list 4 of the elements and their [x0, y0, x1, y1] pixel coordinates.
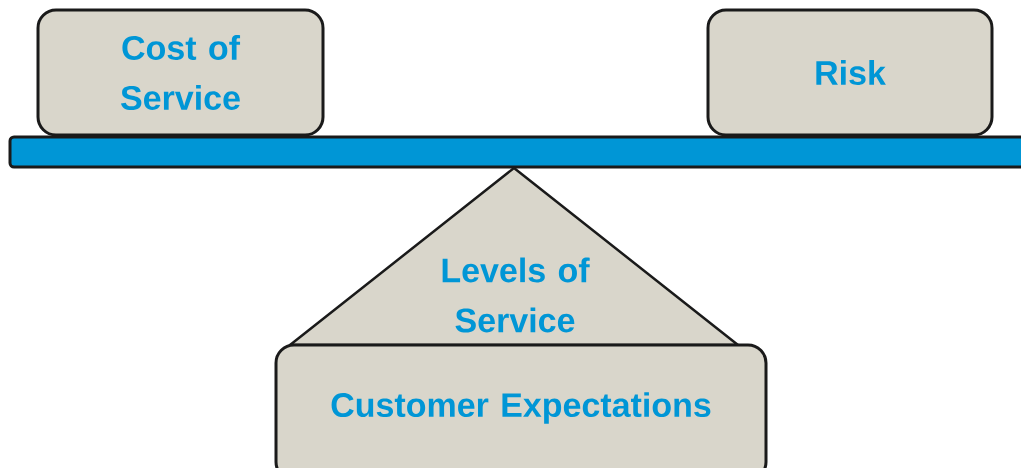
rounded-box: Customer Expectations	[274, 343, 768, 468]
rounded-box: Cost of Service	[36, 8, 325, 137]
fulcrum-triangle: Levels of Service	[288, 166, 740, 347]
rounded-box: Risk	[706, 8, 994, 137]
